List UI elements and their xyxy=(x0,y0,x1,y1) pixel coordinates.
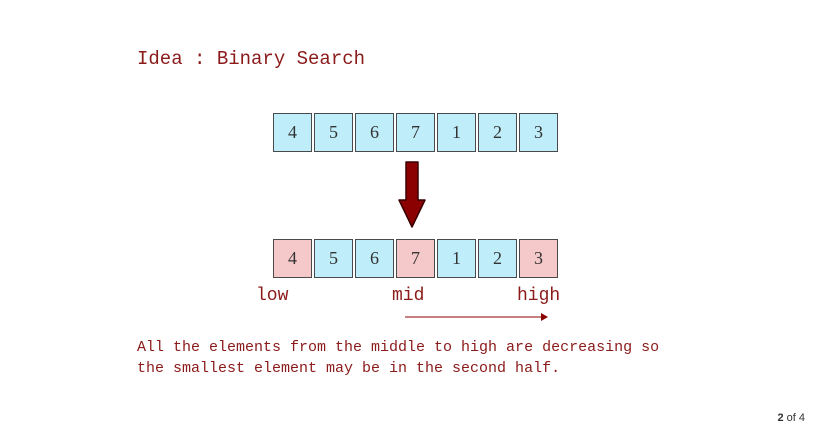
array-cell: 6 xyxy=(355,113,394,152)
total-pages: 4 xyxy=(798,412,805,424)
array-cell: 6 xyxy=(355,239,394,278)
current-page: 2 xyxy=(777,412,784,424)
array-cell: 1 xyxy=(437,239,476,278)
array-cell: 4 xyxy=(273,113,312,152)
array-initial: 4 5 6 7 1 2 3 xyxy=(273,113,560,152)
array-cell-low: 4 xyxy=(273,239,312,278)
right-arrow-icon xyxy=(405,313,548,321)
array-cell: 5 xyxy=(314,113,353,152)
array-cell: 5 xyxy=(314,239,353,278)
array-cell: 3 xyxy=(519,113,558,152)
page-counter: 2 of 4 xyxy=(777,412,805,426)
explanation-line-1: All the elements from the middle to high… xyxy=(137,339,660,356)
slide-title: Idea : Binary Search xyxy=(137,48,366,70)
array-pointers: 4 5 6 7 1 2 3 xyxy=(273,239,560,278)
page-separator: of xyxy=(786,412,796,424)
explanation-line-2: the smallest element may be in the secon… xyxy=(137,360,561,377)
explanation-text: All the elements from the middle to high… xyxy=(137,337,659,379)
pointer-label-high: high xyxy=(517,286,561,306)
array-cell: 7 xyxy=(396,113,435,152)
pointer-label-low: low xyxy=(256,286,289,306)
array-cell-mid: 7 xyxy=(396,239,435,278)
array-cell: 2 xyxy=(478,113,517,152)
pointer-label-mid: mid xyxy=(392,286,425,306)
array-cell: 1 xyxy=(437,113,476,152)
down-arrow-icon xyxy=(398,161,426,228)
array-cell-high: 3 xyxy=(519,239,558,278)
array-cell: 2 xyxy=(478,239,517,278)
